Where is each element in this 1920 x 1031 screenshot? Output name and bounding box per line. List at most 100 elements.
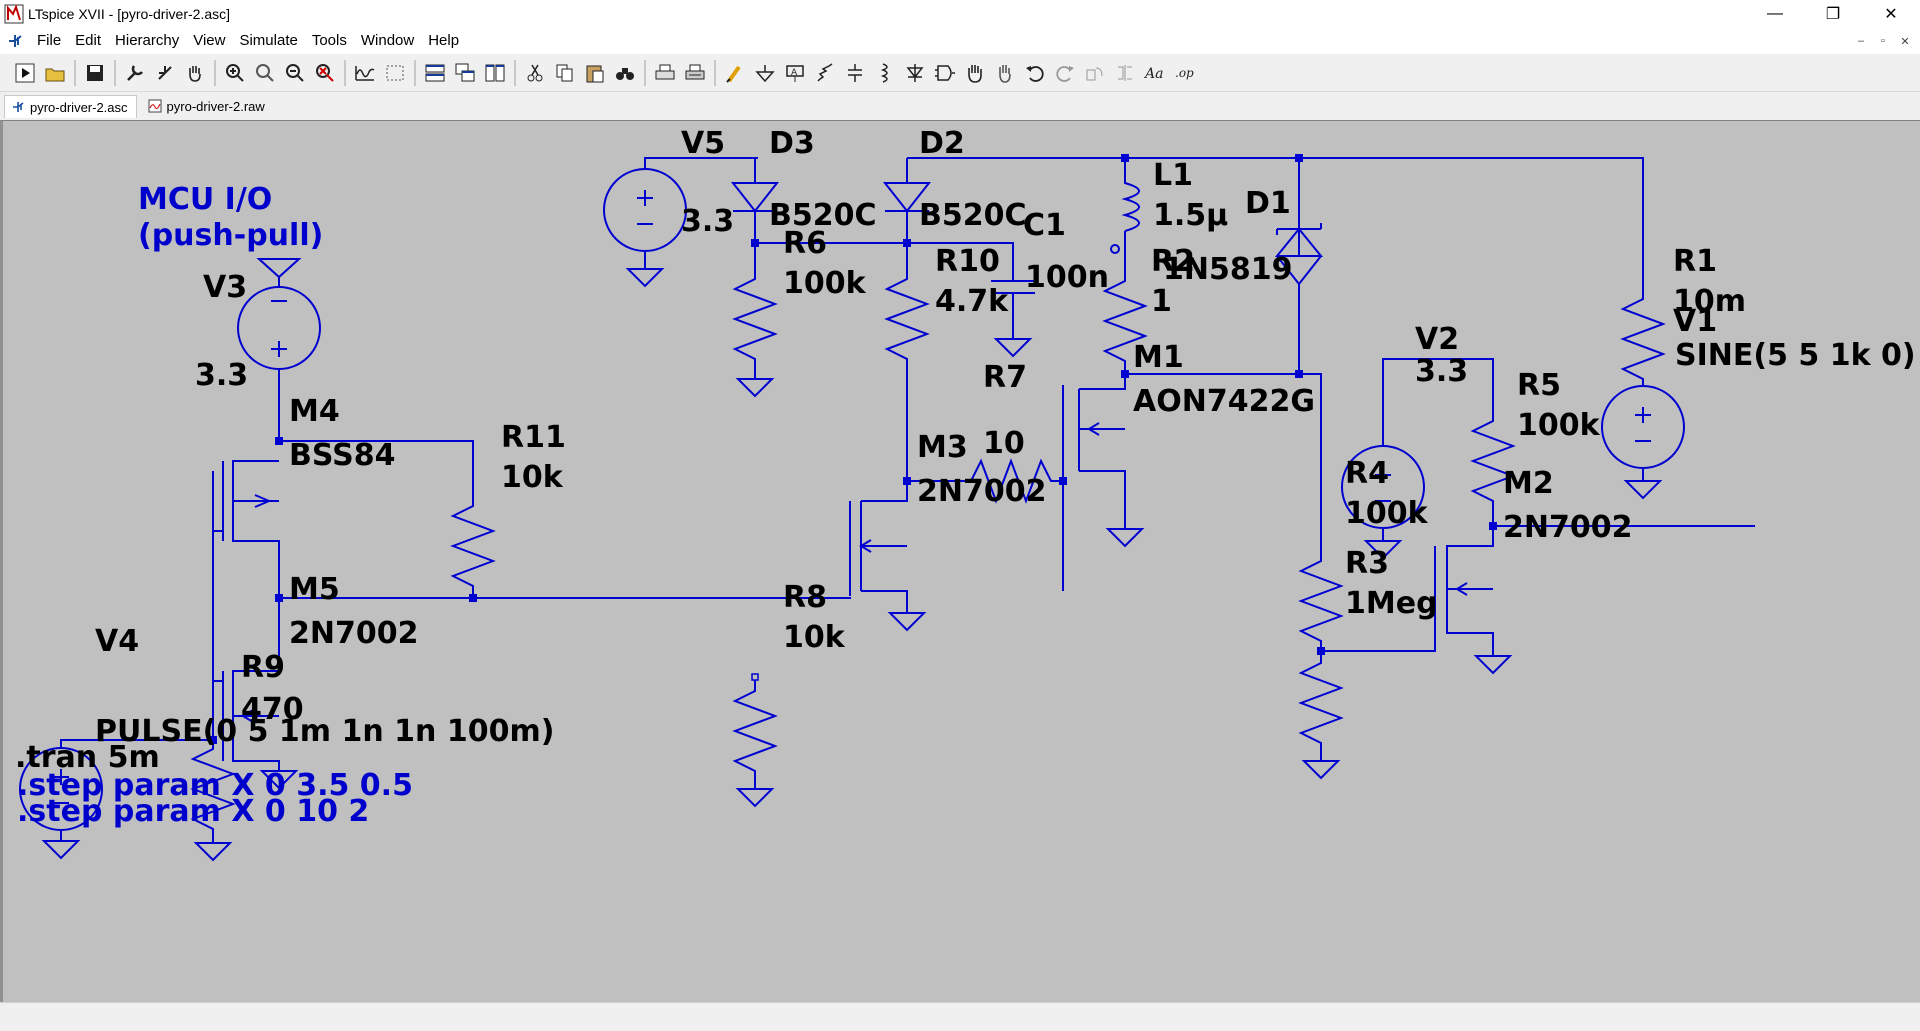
component-icon[interactable] <box>930 58 960 88</box>
label-m2-value[interactable]: 2N7002 <box>1503 510 1632 545</box>
label-m4-value[interactable]: BSS84 <box>289 438 395 473</box>
open-icon[interactable] <box>40 58 70 88</box>
tab-waveform[interactable]: pyro-driver-2.raw <box>141 94 274 118</box>
label-m3-name[interactable]: M3 <box>917 430 968 465</box>
mosfet-m4[interactable] <box>222 460 280 598</box>
label-r2-value[interactable]: 1 <box>1151 284 1172 319</box>
label-r9-value[interactable]: 470 <box>241 692 304 727</box>
menu-view[interactable]: View <box>193 32 226 49</box>
label-r4-name[interactable]: R4 <box>1345 456 1389 491</box>
label-r11-name[interactable]: R11 <box>501 420 566 455</box>
move-icon[interactable] <box>960 58 990 88</box>
pan-icon[interactable] <box>180 58 210 88</box>
print-icon[interactable] <box>650 58 680 88</box>
ground-icon[interactable] <box>750 58 780 88</box>
label-m2-name[interactable]: M2 <box>1503 466 1554 501</box>
mosfet-m5[interactable] <box>222 598 297 789</box>
cut-icon[interactable] <box>520 58 550 88</box>
label-m1-name[interactable]: M1 <box>1133 340 1184 375</box>
zoom-fit-icon[interactable] <box>310 58 340 88</box>
zoom-out-icon[interactable] <box>280 58 310 88</box>
draw-wire-icon[interactable] <box>720 58 750 88</box>
menu-window[interactable]: Window <box>360 32 415 49</box>
label-r10-name[interactable]: R10 <box>935 244 1000 279</box>
maximize-button[interactable]: ❐ <box>1825 6 1841 23</box>
label-m4-name[interactable]: M4 <box>289 394 340 429</box>
menu-simulate[interactable]: Simulate <box>239 32 298 49</box>
autorange-icon[interactable] <box>380 58 410 88</box>
label-r7-value[interactable]: 10 <box>983 426 1025 461</box>
label-r7-name[interactable]: R7 <box>983 360 1027 395</box>
label-v1-name[interactable]: V1 <box>1673 304 1717 339</box>
voltage-source-v1[interactable] <box>1601 385 1685 499</box>
mdi-minimize-button[interactable]: – <box>1857 35 1865 47</box>
zoom-in-icon[interactable] <box>220 58 250 88</box>
find-icon[interactable] <box>610 58 640 88</box>
close-button[interactable]: ✕ <box>1884 6 1898 23</box>
menu-file[interactable]: File <box>37 32 62 49</box>
menu-hierarchy[interactable]: Hierarchy <box>115 32 180 49</box>
label-l1-value[interactable]: 1.5µ <box>1153 198 1228 233</box>
label-v5-value[interactable]: 3.3 <box>681 204 734 239</box>
label-r2-name[interactable]: R2 <box>1151 244 1195 279</box>
paste-icon[interactable] <box>580 58 610 88</box>
save-icon[interactable] <box>80 58 110 88</box>
menu-tools[interactable]: Tools <box>311 32 347 49</box>
halt-icon[interactable] <box>150 58 180 88</box>
resistor-r4[interactable] <box>1298 551 1344 651</box>
voltage-source-v2[interactable] <box>1341 358 1494 559</box>
label-r9-name[interactable]: R9 <box>241 650 285 685</box>
label-l1-name[interactable]: L1 <box>1153 158 1193 193</box>
resistor-r5[interactable] <box>1470 411 1516 526</box>
capacitor-icon[interactable] <box>840 58 870 88</box>
redo-icon[interactable] <box>1050 58 1080 88</box>
label-r3-name[interactable]: R3 <box>1345 546 1389 581</box>
run-icon[interactable] <box>10 58 40 88</box>
label-v2-name[interactable]: V2 <box>1415 322 1459 357</box>
label-r8-value[interactable]: 10k <box>783 620 846 655</box>
label-r8-name[interactable]: R8 <box>783 580 827 615</box>
resistor-r11[interactable] <box>450 461 496 598</box>
label-r10-value[interactable]: 4.7k <box>935 284 1009 319</box>
mosfet-m2[interactable] <box>1434 526 1511 674</box>
label-r5-name[interactable]: R5 <box>1517 368 1561 403</box>
label-v3-value[interactable]: 3.3 <box>195 358 248 393</box>
resistor-r8[interactable] <box>732 673 778 807</box>
voltage-source-v4[interactable] <box>19 739 213 859</box>
copy-icon[interactable] <box>550 58 580 88</box>
label-v4-name[interactable]: V4 <box>95 624 139 659</box>
diode-icon[interactable] <box>900 58 930 88</box>
directive-tran[interactable]: .tran 5m <box>15 740 160 775</box>
cascade-icon[interactable] <box>450 58 480 88</box>
resistor-icon[interactable] <box>810 58 840 88</box>
label-r4-value[interactable]: 100k <box>1345 496 1429 531</box>
rotate-icon[interactable] <box>1080 58 1110 88</box>
waveform-icon[interactable] <box>350 58 380 88</box>
label-v1-value[interactable]: SINE(5 5 1k 0) <box>1675 338 1916 373</box>
zoom-pan-icon[interactable] <box>250 58 280 88</box>
directive-step1[interactable]: .step param X 0 3.5 0.5 <box>17 768 413 803</box>
label-d3-value[interactable]: B520C <box>769 198 877 233</box>
comment-push-pull[interactable]: (push-pull) <box>138 218 323 253</box>
label-m1-value[interactable]: AON7422G <box>1133 384 1315 419</box>
spice-directive-icon[interactable]: .op <box>1170 58 1200 88</box>
diode-d2[interactable] <box>882 158 932 243</box>
label-net-icon[interactable]: A <box>780 58 810 88</box>
label-d2-value[interactable]: B520C <box>919 198 1027 233</box>
mosfet-m1[interactable] <box>1062 374 1143 547</box>
label-c1-value[interactable]: 100n <box>1025 260 1109 295</box>
menu-help[interactable]: Help <box>428 32 460 49</box>
label-r1-name[interactable]: R1 <box>1673 244 1717 279</box>
label-r5-value[interactable]: 100k <box>1517 408 1601 443</box>
inductor-icon[interactable] <box>870 58 900 88</box>
resistor-r9[interactable] <box>190 740 236 861</box>
label-v3-name[interactable]: V3 <box>203 270 247 305</box>
resistor-r10[interactable] <box>884 243 930 481</box>
directive-step2[interactable]: .step param X 0 10 2 <box>17 794 369 829</box>
label-d1-value[interactable]: 1N5819 <box>1163 252 1292 287</box>
resistor-r7[interactable] <box>907 458 1063 504</box>
label-r3-value[interactable]: 1Meg <box>1345 586 1438 621</box>
label-r1-value[interactable]: 10m <box>1673 284 1746 319</box>
schematic-doc-icon[interactable] <box>6 32 24 50</box>
label-d1-name[interactable]: D1 <box>1245 186 1291 221</box>
